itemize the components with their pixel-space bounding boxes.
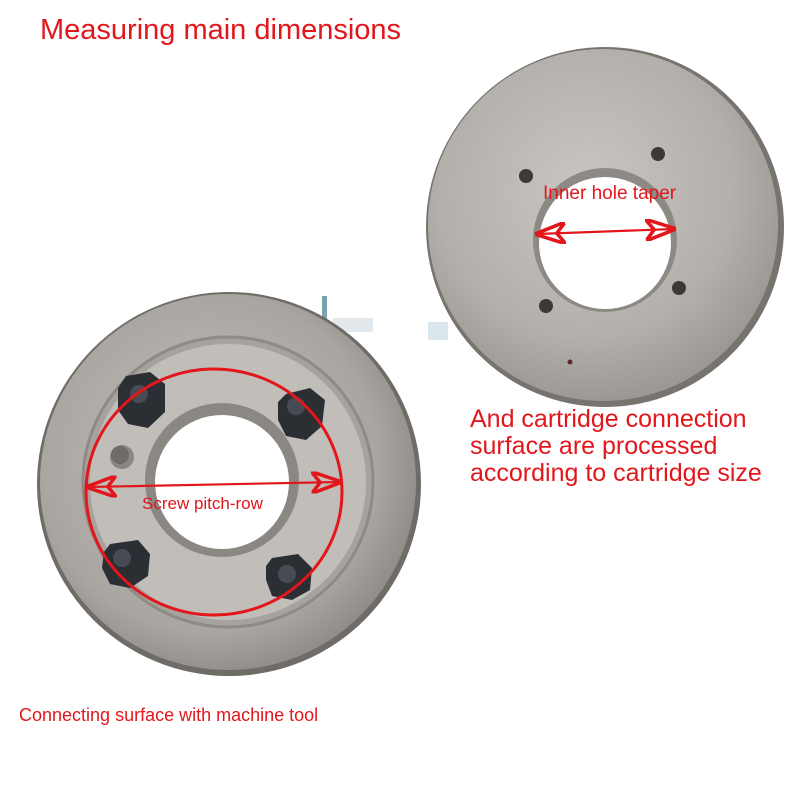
page-title: Measuring main dimensions: [40, 14, 402, 46]
bolt-hole: [519, 169, 533, 183]
inner-hole-arrow: [537, 229, 674, 234]
cartridge-label-line: according to cartridge size: [470, 459, 762, 487]
cartridge-label-line: surface are processed: [470, 432, 718, 460]
cartridge-label-line: And cartridge connection: [470, 405, 747, 433]
bolt-hole: [672, 281, 686, 295]
machine-surface-label: Connecting surface with machine tool: [19, 705, 319, 725]
bolt: [266, 554, 312, 600]
bolt-hole: [539, 299, 553, 313]
bolt-hole: [651, 147, 665, 161]
back-flange-disc: [426, 47, 784, 407]
center-bore: [155, 415, 289, 549]
bolt: [102, 540, 150, 588]
cartridge-surface-label: And cartridge connection surface are pro…: [470, 406, 800, 487]
screw-pitch-label: Screw pitch-row: [142, 494, 263, 513]
inner-hole-label: Inner hole taper: [543, 183, 677, 204]
screw-pitch-arrow: [88, 482, 340, 487]
